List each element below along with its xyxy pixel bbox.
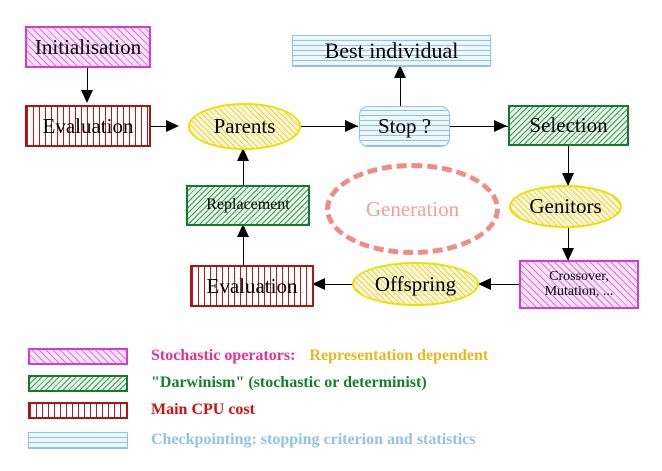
node-evaluation-top-label: Evaluation <box>42 113 134 138</box>
legend-label-stochastic-secondary: Representation dependent <box>309 347 489 364</box>
arrowhead-offspring-to-eval <box>312 278 325 290</box>
node-offspring-label: Offspring <box>374 271 457 296</box>
arrowhead-init-to-eval <box>81 90 93 103</box>
legend-row-cpu-cost: Main CPU cost <box>28 398 255 422</box>
arrowhead-selection-to-genitors <box>562 173 574 186</box>
legend-label-stochastic: Stochastic operators: Representation depe… <box>151 347 488 365</box>
node-stop-label: Stop ? <box>377 114 432 139</box>
node-parents[interactable]: Parents <box>188 103 301 150</box>
connector-offspring-to-eval <box>315 284 355 285</box>
node-crossover-mutation[interactable]: Crossover, Mutation, ... <box>519 260 639 309</box>
node-parents-label: Parents <box>213 114 276 139</box>
legend-label-checkpointing: Checkpointing: stopping criterion and st… <box>151 431 476 448</box>
generation-cycle-ellipse: Generation <box>325 163 500 255</box>
legend-row-stochastic: Stochastic operators: Representation depe… <box>28 344 488 368</box>
arrowhead-eval-to-replacement <box>237 224 249 237</box>
connector-replacement-to-parents <box>243 150 244 186</box>
connector-eval-to-parents <box>150 126 176 127</box>
connector-eval-to-replacement <box>243 226 244 266</box>
legend-label-stochastic-primary: Stochastic operators: <box>151 347 296 364</box>
legend-swatch-green-diagonal <box>28 374 128 392</box>
arrowhead-replacement-to-parents <box>237 148 249 161</box>
node-initialisation-label: Initialisation <box>34 34 142 59</box>
node-initialisation[interactable]: Initialisation <box>25 26 151 68</box>
generation-label: Generation <box>365 196 460 221</box>
legend-row-darwinism: "Darwinism" (stochastic or determinist) <box>28 371 427 395</box>
connector-stop-to-best <box>400 67 401 107</box>
connector-genitors-to-crossover <box>568 227 569 260</box>
legend-row-checkpointing: Checkpointing: stopping criterion and st… <box>28 428 475 452</box>
connector-init-to-eval <box>87 68 88 95</box>
connector-stop-to-selection <box>449 126 508 127</box>
node-genitors[interactable]: Genitors <box>509 185 622 228</box>
legend-swatch-blue-horizontal <box>28 431 128 449</box>
legend-swatch-magenta-diagonal <box>28 347 128 365</box>
node-best-individual-label: Best individual <box>324 38 459 64</box>
arrowhead-eval-to-parents <box>166 120 179 132</box>
node-stop-decision[interactable]: Stop ? <box>359 106 450 147</box>
arrowhead-genitors-to-crossover <box>562 248 574 261</box>
node-evaluation-top[interactable]: Evaluation <box>25 105 151 147</box>
node-replacement-label: Replacement <box>206 196 290 214</box>
node-genitors-label: Genitors <box>529 194 602 219</box>
node-crossover-label-line2: Mutation, ... <box>544 283 614 299</box>
node-evaluation-bottom[interactable]: Evaluation <box>190 265 314 307</box>
arrowhead-stop-to-selection <box>494 120 507 132</box>
legend-label-darwinism: "Darwinism" (stochastic or determinist) <box>151 374 427 391</box>
connector-parents-to-stop <box>300 126 358 127</box>
legend-swatch-red-vertical <box>28 401 128 419</box>
legend-label-cpu-cost: Main CPU cost <box>151 401 255 418</box>
node-evaluation-bottom-label: Evaluation <box>206 273 298 298</box>
node-best-individual[interactable]: Best individual <box>292 35 491 67</box>
node-selection[interactable]: Selection <box>508 105 629 146</box>
arrowhead-crossover-to-offspring <box>478 278 491 290</box>
connector-selection-to-genitors <box>568 146 569 186</box>
node-selection-label: Selection <box>529 113 608 138</box>
arrowhead-parents-to-stop <box>345 120 358 132</box>
node-replacement[interactable]: Replacement <box>186 185 310 226</box>
node-crossover-label-line1: Crossover, <box>549 268 609 284</box>
connector-crossover-to-offspring <box>482 284 520 285</box>
node-offspring[interactable]: Offspring <box>352 262 479 306</box>
arrowhead-stop-to-best <box>394 65 406 78</box>
